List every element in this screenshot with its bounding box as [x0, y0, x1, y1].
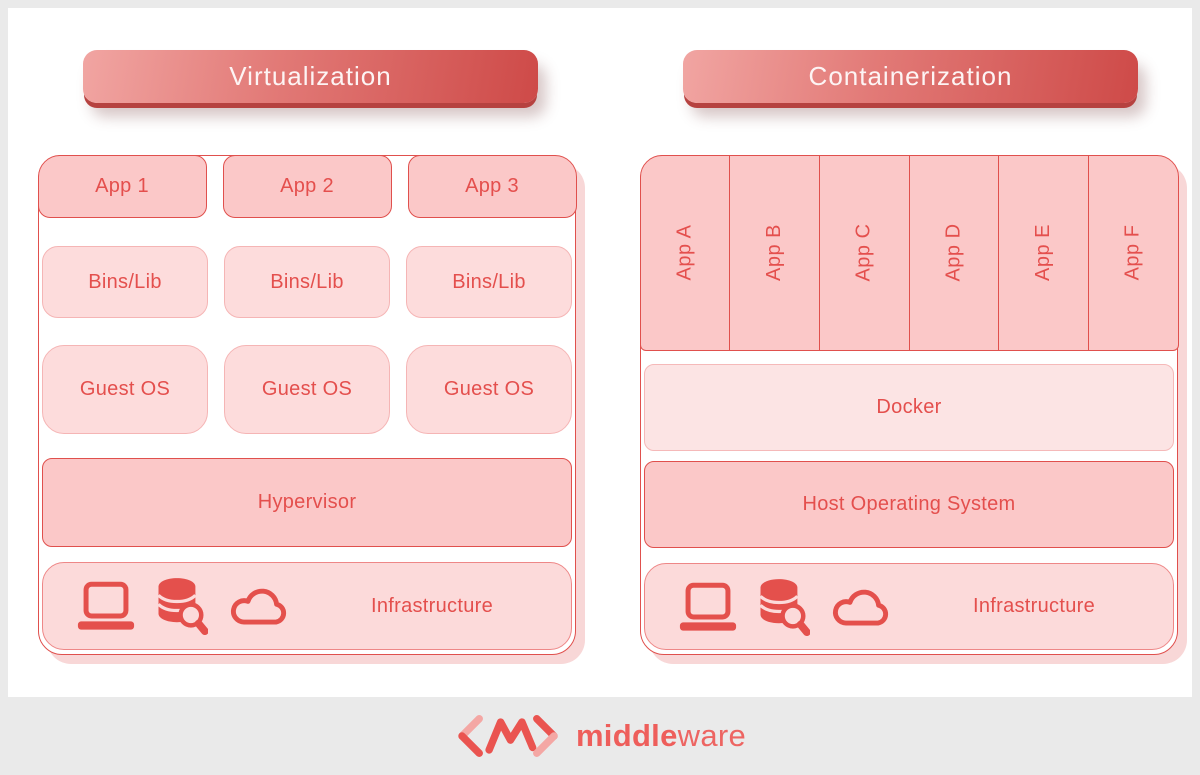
vm-app-3-box: App 3 [407, 154, 577, 219]
container-app-b-label: App B [763, 224, 786, 282]
vm-bins-row: Bins/Lib Bins/Lib Bins/Lib [42, 246, 572, 318]
container-app-f-cell: App F [1089, 156, 1178, 351]
container-app-c-label: App C [852, 223, 875, 282]
vm-infrastructure-box: Infrastructure [42, 562, 572, 651]
vm-app-1-box: App 1 [37, 154, 207, 219]
cloud-icon [829, 584, 895, 630]
containerization-stack-panel: App A App B App C App D App E App F Dock… [639, 154, 1179, 655]
wordmark-middle: middle [575, 718, 678, 753]
container-app-e-label: App E [1032, 224, 1055, 282]
middleware-wordmark: middleware [576, 718, 746, 754]
vm-guest-os-3-box: Guest OS [406, 345, 572, 434]
container-apps-strip: App A App B App C App D App E App F [639, 154, 1179, 352]
container-infrastructure-icons [679, 578, 895, 636]
vm-bins-3-box: Bins/Lib [406, 246, 572, 318]
vm-bins-1-box: Bins/Lib [42, 246, 208, 318]
laptop-icon [679, 582, 737, 632]
vm-app-2-label: App 2 [280, 174, 334, 197]
vm-infrastructure-label: Infrastructure [370, 594, 494, 617]
container-app-e-cell: App E [999, 155, 1089, 351]
container-app-c-cell: App C [820, 155, 910, 351]
database-search-icon [154, 577, 208, 636]
container-app-a-label: App A [673, 225, 696, 281]
vm-bins-2-label: Bins/Lib [270, 270, 344, 293]
middleware-logo-icon [454, 713, 562, 759]
vm-apps-row: App 1 App 2 App 3 [37, 154, 577, 219]
container-app-d-label: App D [942, 223, 965, 282]
vm-guest-os-1-label: Guest OS [79, 377, 171, 400]
docker-box: Docker [644, 364, 1174, 451]
database-search-icon [756, 578, 810, 636]
vm-app-2-box: App 2 [222, 154, 392, 219]
vm-guest-os-2-box: Guest OS [224, 345, 390, 434]
diagram-canvas: Virtualization Containerization App 1 Ap… [8, 8, 1192, 697]
vm-bins-1-label: Bins/Lib [88, 270, 162, 293]
footer-brand-bar: middleware [0, 697, 1200, 775]
container-app-d-cell: App D [910, 155, 1000, 351]
virtualization-banner: Virtualization [83, 50, 538, 103]
container-infrastructure-box: Infrastructure [644, 563, 1174, 651]
container-app-f-label: App F [1121, 225, 1144, 281]
cloud-icon [227, 583, 293, 629]
container-app-a-cell: App A [641, 155, 731, 351]
containerization-banner: Containerization [683, 50, 1138, 103]
hypervisor-label: Hypervisor [257, 491, 357, 513]
virtualization-title: Virtualization [229, 61, 392, 91]
vm-app-3-label: App 3 [465, 174, 519, 197]
container-infrastructure-label: Infrastructure [972, 595, 1096, 618]
vm-guest-os-2-label: Guest OS [261, 377, 353, 400]
vm-infrastructure-icons [77, 577, 293, 636]
host-os-label: Host Operating System [802, 493, 1016, 516]
docker-label: Docker [876, 396, 942, 419]
vm-guest-os-1-box: Guest OS [42, 345, 208, 434]
vm-app-1-label: App 1 [95, 174, 149, 197]
vm-guest-os-row: Guest OS Guest OS Guest OS [42, 345, 572, 434]
virtualization-stack-panel: App 1 App 2 App 3 Bins/Lib Bins/Lib Bins… [37, 154, 577, 655]
vm-bins-2-box: Bins/Lib [224, 246, 390, 318]
host-os-box: Host Operating System [644, 460, 1174, 549]
wordmark-ware: ware [677, 718, 747, 753]
containerization-title: Containerization [808, 61, 1013, 91]
vm-bins-3-label: Bins/Lib [452, 270, 526, 293]
hypervisor-box: Hypervisor [42, 457, 572, 548]
vm-guest-os-3-label: Guest OS [443, 377, 535, 400]
laptop-icon [77, 581, 135, 631]
container-app-b-cell: App B [730, 155, 820, 351]
